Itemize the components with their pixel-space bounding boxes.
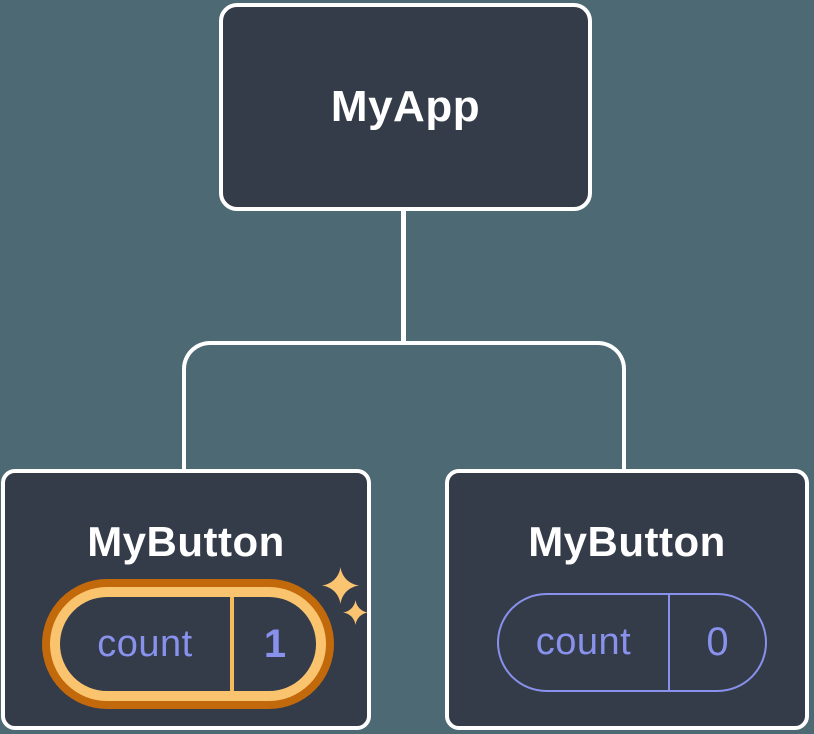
- node-mybutton-1-label: MyButton: [87, 518, 285, 565]
- node-mybutton-2-label: MyButton: [528, 518, 726, 565]
- state-pill-active: count 1: [50, 587, 326, 701]
- node-mybutton-2: MyButton count 0: [445, 469, 809, 730]
- node-mybutton-1: MyButton count 1: [1, 469, 371, 730]
- state-key-label: count: [97, 622, 193, 665]
- sparkle-icon: [322, 567, 359, 604]
- connector-stem: [401, 209, 406, 345]
- state-key-label: count: [535, 621, 632, 663]
- connector-branch: [182, 341, 626, 470]
- state-value: 1: [230, 597, 316, 691]
- node-myapp: MyApp: [219, 3, 592, 211]
- state-pill-idle: count 0: [497, 593, 767, 692]
- sparkle-icon-small: [343, 600, 368, 625]
- state-value: 0: [668, 595, 765, 690]
- node-myapp-label: MyApp: [330, 82, 481, 131]
